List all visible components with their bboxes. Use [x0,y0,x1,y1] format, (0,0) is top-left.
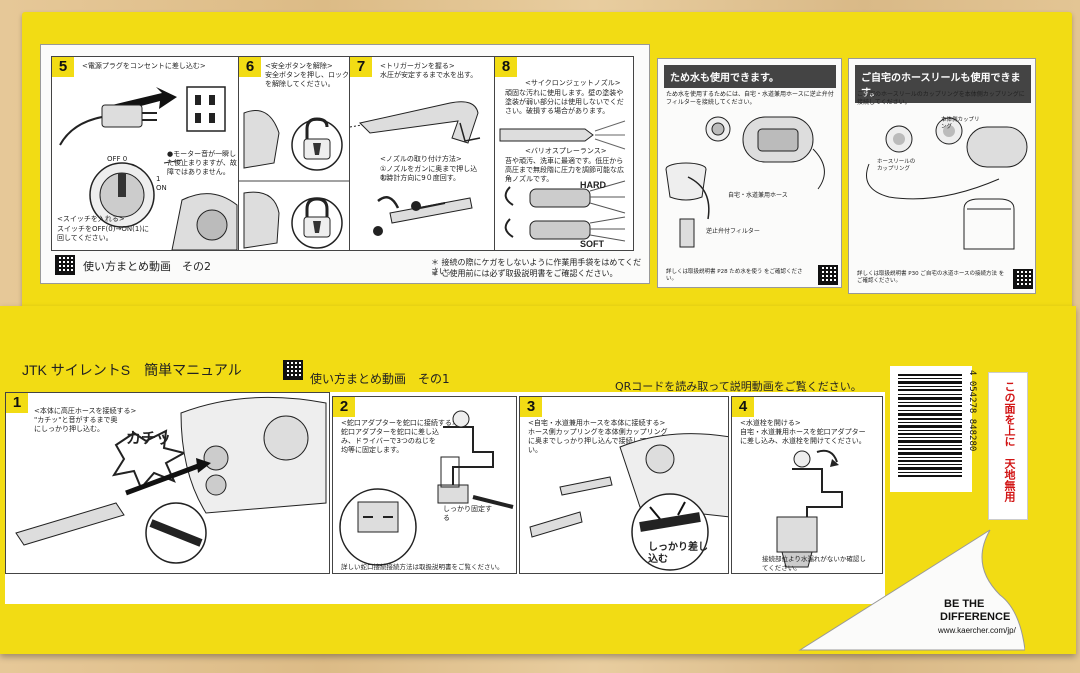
nozzle-drawing [499,120,626,242]
step-heading: <水道栓を開ける> [740,419,801,427]
step-4: 4 <水道栓を開ける> 自宅・水道兼用ホースを蛇口アダプターに差し込み、水道栓を… [731,396,883,574]
bottom-instruction-panel: 1 <本体に高圧ホースを接続する> "カチッ"と音がするまで奥にしっかり押し込む… [5,392,885,604]
step-heading: <サイクロンジェットノズル> [525,79,621,87]
step-note: 頑固な汚れに使用します。壁の塗装や塗装が弱い部分には使用しないでください。破損す… [505,89,624,115]
soft-label: SOFT [580,239,604,249]
step-number: 7 [350,57,372,77]
hose-connection-drawing [15,396,327,564]
reel-coupling-label: ホースリールのカップリング [877,159,916,172]
qr-hint: QRコードを読み取って説明動画をご覧ください。 [615,380,862,393]
manual-title: JTK サイレントS 簡単マニュアル [22,362,242,378]
step-5: 5 <電源プラグをコンセントに差し込む> ●モーター音が一瞬した後止まりますが、… [51,56,239,251]
hard-label: HARD [580,180,606,190]
faucet-adapter-drawing [339,410,514,566]
step-heading: <本体に高圧ホースを接続する> [34,407,137,415]
step-3: 3 <自宅・水道兼用ホースを本体に接続する> ホース側カップリングを本体側カップ… [519,396,729,574]
warning-text: ＊ 接続の際にケガをしないように作業用手袋をはめてください。 [431,258,642,276]
handling-label-box: この面を上に 天地無用 [988,372,1028,520]
step-1: 1 <本体に高圧ホースを接続する> "カチッ"と音がするまで奥にしっかり押し込む… [5,392,330,574]
panel-footer: 詳しくは取扱説明書 P30 ご自宅の水道ホースの接続方法 をご確認ください。 [857,271,1005,284]
step-note: スイッチをOFF(0)→ON(1)に回してください。 [57,225,150,242]
step-note: ●モーター音が一瞬した後止まりますが、故障ではありません。 [167,150,237,176]
step-note: ホース側カップリングを本体側カップリングに奥までしっかり押し込んで接続してくださ… [528,428,668,454]
insert-callout: しっかり差し込む [648,542,708,565]
hose-reel-drawing [866,117,1028,250]
step-number: 1 [6,393,28,413]
peeled-corner [798,529,1025,651]
barcode-label [890,366,972,492]
step-note: ②時計方向に9０度回す。 [380,174,461,182]
step-heading: <電源プラグをコンセントに差し込む> [82,62,206,70]
filter-label: 逆止弁付フィルター [706,228,760,235]
dial-off-label: OFF 0 [107,155,128,163]
secure-callout: しっかり固定する [443,505,492,522]
plug-outlet-drawing [59,86,238,250]
step-note: 自宅・水道兼用ホースを蛇口アダプターに差し込み、水道栓を開けてください。 [740,428,866,445]
step-subheading: <バリオスプレーランス> [525,147,607,155]
panel-text: ご自宅のホースリールのカップリングを本体側カップリングに接続してください。 [857,91,1025,106]
hose-coupling-drawing [529,433,728,571]
step-heading: <自宅・水道兼用ホースを本体に接続する> [528,419,666,427]
click-callout: カチッ [126,430,172,447]
qr-code [1013,269,1033,289]
top-instruction-panel: 5 <電源プラグをコンセントに差し込む> ●モーター音が一瞬した後止まりますが、… [40,44,650,284]
step-number: 6 [239,57,261,77]
qr-code [55,255,75,275]
hose-label: 自宅・水道兼用ホース [728,192,788,199]
barcode [898,374,962,477]
barcode-number: 4 054278 848280 [967,370,977,452]
qr-code [283,360,303,380]
lock-drawing [239,110,349,249]
step-2: 2 <蛇口アダプターを蛇口に接続する> 蛇口アダプターを蛇口に差し込み、ドライバ… [332,396,517,574]
dial-on-label: 1 ON [156,175,167,192]
step-number: 4 [732,397,754,417]
step-heading: <蛇口アダプターを蛇口に接続する> [341,419,458,427]
qr-code [818,265,838,285]
step-note: 苔や頑汚、洗車に最適です。低圧から高圧まで無段階に圧力を調節可能な広角ノズルです… [505,157,624,183]
slogan-line2: DIFFERENCE [940,611,1011,623]
hose-reel-panel: ご自宅のホースリールも使用できます。 ご自宅のホースリールのカップリングを本体側… [848,58,1036,294]
website-url: www.kaercher.com/jp/ [938,626,1016,635]
step-6: 6 <安全ボタンを解除> 安全ボタンを押し、ロックを解除してください。 [238,56,350,251]
video-label: 使い方まとめ動画 その2 [83,260,211,273]
step-subheading: <ノズルの取り付け方法> [380,155,462,163]
handling-label: この面を上に 天地無用 [1003,381,1016,502]
panel-title: ため水も使用できます。 [664,65,836,88]
open-tap-drawing [776,449,843,568]
panel-footer: 詳しくは取扱説明書 P28 ため水を使う をご確認ください。 [666,269,803,282]
step-number: 2 [333,397,355,417]
step-footer: 詳しい蛇口接続接続方法は取扱説明書をご覧ください。 [341,563,504,571]
stored-water-drawing [665,116,825,248]
body-coupling-label: 本体側カップリング [941,117,980,130]
step-note: 安全ボタンを押し、ロックを解除してください。 [265,71,349,88]
step-number: 3 [520,397,542,417]
step-8: 8 <サイクロンジェットノズル> 頑固な汚れに使用します。壁の塗装や塗装が弱い部… [494,56,634,251]
step-heading: <トリガーガンを握る> [380,62,455,70]
trigger-gun-drawing [350,101,481,236]
warning-text: ＊ ご使用前には必ず取扱説明書をご確認ください。 [431,269,618,278]
slogan-line1: BE THE [944,598,985,610]
step-number: 8 [495,57,517,77]
panel-text: ため水を使用するためには、自宅・水道兼用ホースに逆止弁付フィルターを接続してくだ… [666,91,834,106]
step-note: ①ノズルをガンに奥まで押し込む。 [380,165,478,182]
stored-water-panel: ため水も使用できます。 ため水を使用するためには、自宅・水道兼用ホースに逆止弁付… [657,58,842,288]
panel-title: ご自宅のホースリールも使用できます。 [855,65,1031,103]
step-note: "カチッ"と音がするまで奥にしっかり押し込む。 [34,416,118,433]
step-heading: <安全ボタンを解除> [265,62,333,70]
step-number: 5 [52,57,74,77]
step-note: 蛇口アダプターを蛇口に差し込み、ドライバーで3つのねじを均等に固定します。 [341,428,439,454]
step-7: 7 <トリガーガンを握る> 水圧が安定するまで水を出す。 <ノズルの取り付け方法… [349,56,495,251]
video-label: 使い方まとめ動画 その1 [310,372,450,386]
step-note: 水圧が安定するまで水を出す。 [380,71,478,79]
step-subheading: <スイッチを入れる> [57,215,125,223]
step-footer: 接続部位より水漏れがないか確認してください。 [762,555,866,572]
